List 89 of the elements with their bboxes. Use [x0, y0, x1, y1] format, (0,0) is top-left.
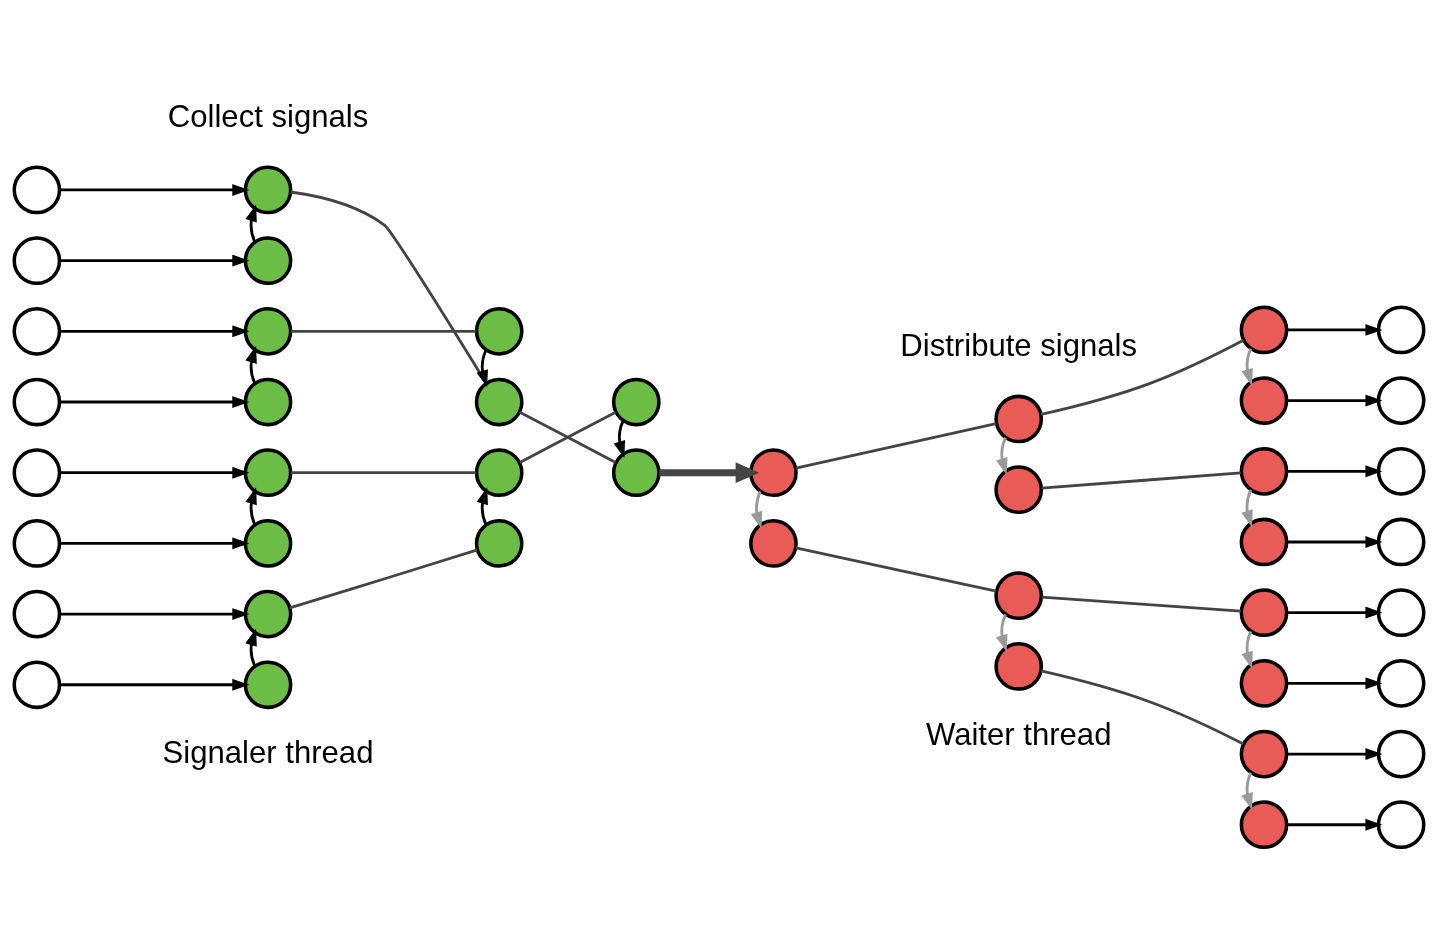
node-circle — [12, 589, 62, 638]
arrow — [245, 345, 257, 384]
connector — [1041, 595, 1241, 613]
node-circle — [474, 306, 524, 356]
node-circle — [611, 447, 661, 497]
arrow — [59, 395, 250, 408]
label: Waiter thread — [925, 716, 1112, 752]
arrow — [1241, 630, 1253, 669]
label: Collect signals — [167, 98, 369, 134]
arrow — [996, 613, 1008, 652]
arrow — [476, 486, 488, 525]
node-circle — [1239, 587, 1289, 637]
node-circle — [1239, 305, 1289, 354]
node-circle — [474, 377, 524, 426]
node-circle — [749, 447, 798, 497]
arrow — [59, 183, 250, 196]
arrow — [245, 204, 257, 242]
arrow — [996, 436, 1008, 475]
node-circle — [1376, 799, 1426, 849]
node-circle — [243, 659, 293, 709]
arrow — [1287, 676, 1383, 689]
arrow — [59, 254, 250, 267]
node-circle — [243, 165, 293, 214]
connector — [290, 329, 477, 333]
node-circle — [243, 589, 293, 638]
node-circle — [1376, 305, 1426, 354]
arrow — [59, 466, 250, 479]
arrow — [245, 628, 257, 667]
node-circle — [1239, 799, 1289, 849]
arrow — [59, 536, 250, 549]
connector — [290, 470, 477, 474]
arrow — [1287, 323, 1383, 336]
arrow — [476, 348, 488, 387]
arrow — [1241, 347, 1253, 386]
node-circle — [474, 447, 524, 497]
arrow — [1287, 535, 1383, 548]
arrow — [245, 486, 257, 525]
arrow — [59, 607, 250, 620]
label: Signaler thread — [162, 734, 374, 770]
node-circle — [1376, 446, 1426, 496]
node-circle — [1376, 729, 1426, 778]
node-circle — [12, 518, 62, 568]
node-circle — [1376, 658, 1426, 708]
arrow — [1287, 394, 1383, 407]
node-circle — [12, 165, 62, 214]
arrow — [1241, 488, 1253, 527]
node-circle — [12, 447, 62, 497]
arrow — [613, 419, 626, 458]
node-circle — [994, 641, 1044, 691]
arrow — [659, 461, 760, 483]
arrow — [59, 324, 250, 337]
connector — [795, 546, 997, 592]
node-circle — [1239, 446, 1289, 496]
arrow — [750, 490, 763, 529]
node-circle — [994, 394, 1044, 443]
connector — [519, 410, 617, 464]
arrow — [59, 678, 250, 691]
arrow — [1241, 771, 1253, 810]
node-circle — [474, 518, 524, 568]
node-circle — [1239, 375, 1289, 425]
node-circle — [1239, 729, 1289, 778]
connector — [795, 421, 997, 469]
arrow — [1287, 464, 1383, 477]
node-circle — [1239, 517, 1289, 566]
arrow — [1287, 747, 1383, 760]
node-circle — [749, 518, 798, 568]
label: Distribute signals — [900, 327, 1138, 363]
node-circle — [994, 464, 1044, 514]
node-circle — [1376, 517, 1426, 566]
node-circle — [12, 235, 62, 285]
node-circle — [243, 377, 293, 426]
node-circle — [611, 377, 661, 426]
node-circle — [12, 377, 62, 426]
arrow — [1287, 818, 1383, 831]
node-circle — [1239, 658, 1289, 708]
node-circle — [243, 235, 293, 285]
node-circle — [1376, 587, 1426, 637]
arrow — [1287, 606, 1383, 619]
node-circle — [994, 570, 1044, 620]
connector — [289, 547, 478, 609]
connector — [1041, 471, 1241, 489]
node-circle — [12, 659, 62, 709]
node-circle — [12, 306, 62, 356]
node-circle — [243, 447, 293, 497]
node-circle — [243, 306, 293, 356]
node-circle — [1376, 375, 1426, 425]
connector — [1040, 338, 1245, 416]
node-circle — [243, 518, 293, 568]
connector — [1040, 669, 1245, 745]
